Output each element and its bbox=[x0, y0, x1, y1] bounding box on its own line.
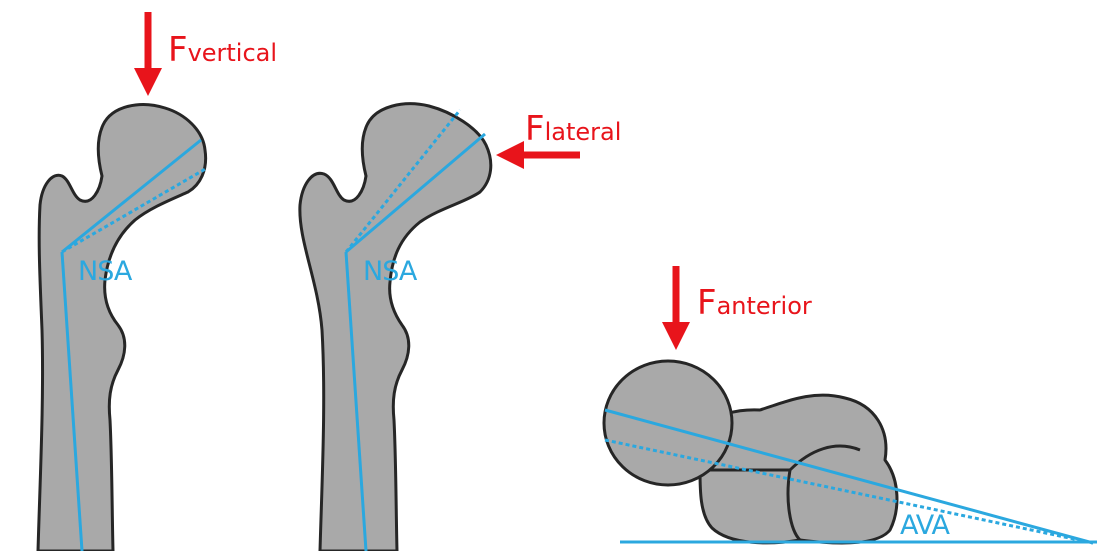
nsa-label-1: NSA bbox=[78, 258, 131, 285]
femur-2-bone bbox=[300, 104, 491, 551]
anterior-force-symbol: F bbox=[697, 283, 717, 323]
vertical-force-label: Fvertical bbox=[168, 33, 277, 67]
femur-anterior-load bbox=[604, 266, 1097, 543]
femur-lateral-load bbox=[300, 104, 580, 551]
ava-label: AVA bbox=[900, 512, 949, 539]
nsa-label-2: NSA bbox=[363, 258, 416, 285]
anterior-force-subscript: anterior bbox=[717, 292, 812, 320]
femur-3-head bbox=[604, 361, 732, 485]
vertical-force-symbol: F bbox=[168, 30, 188, 70]
anterior-force-label: Fanterior bbox=[697, 286, 812, 320]
lateral-force-symbol: F bbox=[525, 109, 545, 149]
lateral-force-subscript: lateral bbox=[545, 118, 622, 146]
femur-1-bone bbox=[38, 105, 206, 551]
lateral-force-label: Flateral bbox=[525, 112, 621, 146]
vertical-force-subscript: vertical bbox=[188, 39, 277, 67]
